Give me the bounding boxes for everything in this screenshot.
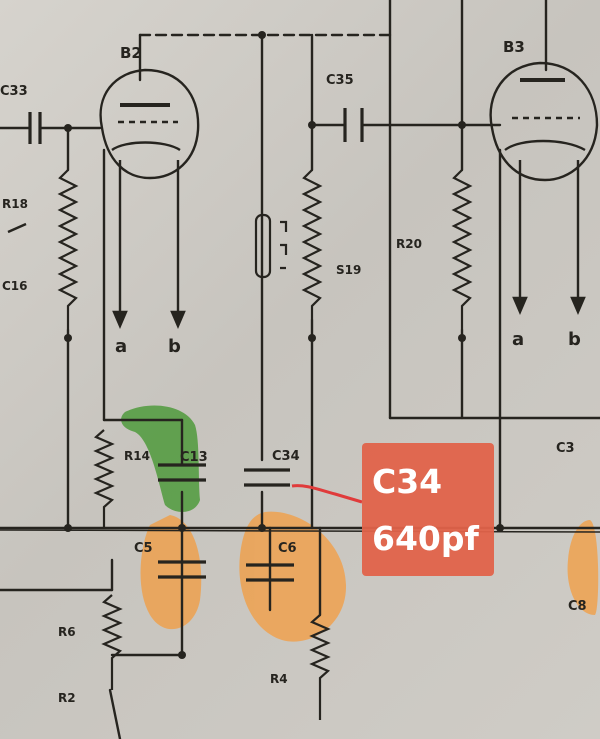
callout-pointer [291,484,363,504]
label-r6: R6 [58,625,76,639]
tube-b3 [489,61,599,316]
tube-b2-heater [111,141,181,152]
junction-dot [178,651,186,659]
junction-dot [308,334,316,342]
junction-dot [178,524,186,532]
label-c8: C8 [568,599,587,614]
label-tube-b2: B2 [120,44,142,62]
label-c34: C34 [272,449,300,464]
label-r18: R18 [2,197,28,211]
label-pin-a-b2: a [115,336,127,357]
label-pin-b-b2: b [168,336,181,357]
label-c33: C33 [0,84,28,99]
label-r14: R14 [124,449,150,463]
junction-dot [496,524,504,532]
junctions [64,31,504,659]
switch-s19 [254,213,288,279]
callout-box [362,443,494,576]
label-c6: C6 [278,541,297,556]
arrow-b-b2 [170,310,186,330]
resistor-s19 [301,169,323,320]
cap-c16-symbol [7,222,27,234]
junction-dot [258,31,266,39]
arrow-a-b2 [112,310,128,330]
label-r20: R20 [396,237,422,251]
label-pin-a-b3: a [512,329,524,350]
resistor-r6-r2 [101,594,123,690]
junction-dot [458,121,466,129]
arrow-a-b3 [512,296,528,316]
tube-b3-envelope [489,61,599,182]
junction-dot [258,524,266,532]
label-c16: C16 [2,279,28,293]
callout-value: 640pf [372,519,479,558]
junction-dot [64,334,72,342]
resistor-r18 [57,169,79,330]
tube-b3-heater [504,139,586,152]
switch-s19-marks [280,220,288,270]
capacitors [0,108,364,582]
label-tube-b3: B3 [503,38,525,56]
label-c3: C3 [556,441,575,456]
junction-dot [64,524,72,532]
junction-dot [64,124,72,132]
highlight-c8 [567,520,599,615]
tube-b2-envelope [99,68,200,180]
label-s19: S19 [336,263,361,277]
resistor-r14 [93,429,115,528]
highlight-c13 [121,405,200,512]
resistor-r20 [451,169,473,330]
arrow-b-b3 [570,296,586,316]
label-c5: C5 [134,541,153,556]
label-c13: C13 [180,450,208,465]
component-labels: B2 B3 a b a b C33 C35 C16 C13 C34 C5 C6 … [0,38,587,705]
tube-b2 [99,68,200,330]
resistors [57,169,473,720]
label-r2: R2 [58,691,76,705]
label-r4: R4 [270,672,288,686]
resistor-r4 [309,614,331,720]
switch-s19-body [254,213,272,279]
label-pin-b-b3: b [568,329,581,350]
highlight-c5 [140,515,202,630]
callout-title: C34 [372,462,443,501]
green-highlight [121,405,200,512]
label-c35: C35 [326,73,354,88]
ground-bus-edge [0,529,600,533]
r2-bottom-wire [108,688,122,739]
junction-dot [308,121,316,129]
junction-dot [458,334,466,342]
